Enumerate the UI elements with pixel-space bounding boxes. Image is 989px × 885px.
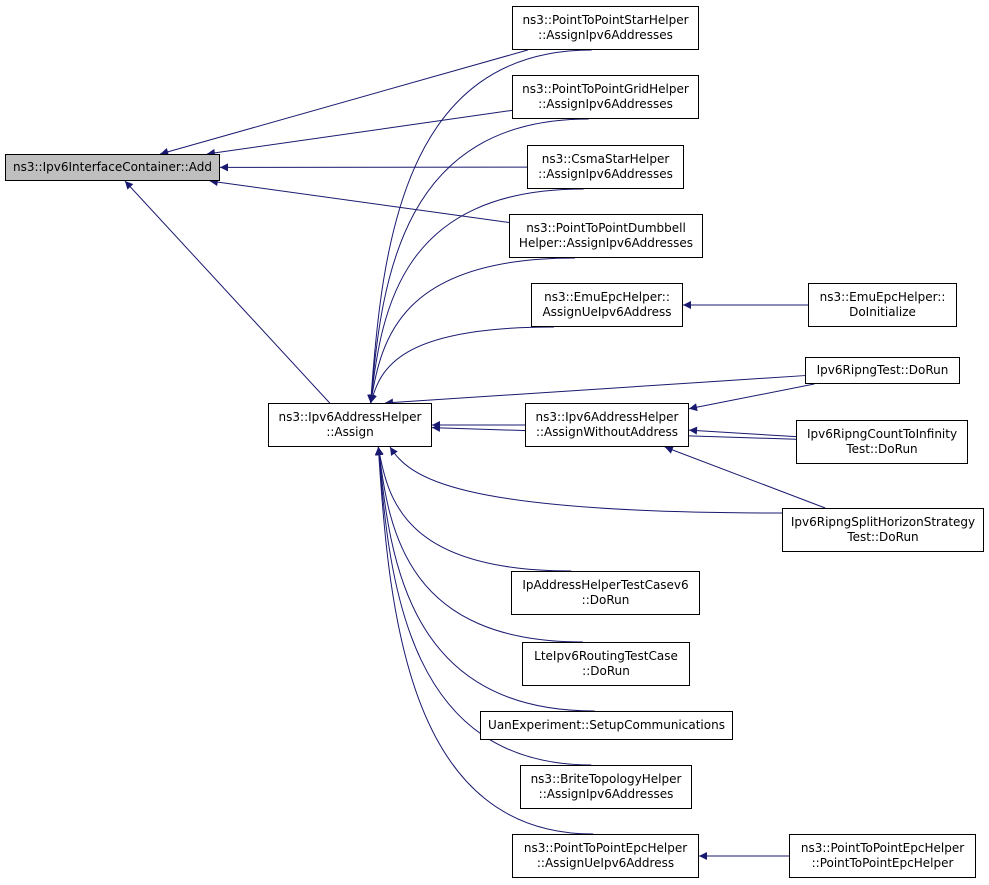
edge-csmaStar-to-assign (367, 188, 584, 404)
node-uan-experiment-setup-communications[interactable]: UanExperiment::SetupCommunications (480, 711, 733, 740)
edge-emuAssign-to-assign (369, 326, 554, 404)
node-label-line: ns3::BriteTopologyHelper (530, 772, 682, 786)
node-point-to-point-epc-helper-assign-ue-ipv6-address[interactable]: ns3::PointToPointEpcHelper::AssignUeIpv6… (512, 834, 699, 878)
edge-p2pDumbbell-to-assign (368, 257, 576, 404)
node-label-line: ns3::PointToPointGridHelper (522, 82, 689, 96)
node-csma-star-helper[interactable]: ns3::CsmaStarHelper::AssignIpv6Addresses (527, 145, 684, 189)
edge-ripngSplit-to-assign (389, 446, 783, 514)
edge-p2pGrid-to-root (206, 109, 513, 157)
edge-ripngCount-to-assignWithout (688, 426, 797, 438)
node-label-line: Helper::AssignIpv6Addresses (518, 236, 694, 250)
node-label-line: ::AssignWithoutAddress (535, 425, 679, 439)
node-label-line: ::AssignIpv6Addresses (538, 97, 673, 111)
node-emu-epc-helper-do-initialize[interactable]: ns3::EmuEpcHelper::DoInitialize (808, 283, 957, 327)
node-label-line: LteIpv6RoutingTestCase (534, 649, 678, 663)
edge-p2pStar-to-assign (367, 49, 592, 404)
edge-ripngSplit-to-assignWithout (664, 446, 826, 509)
node-label-line: ::AssignIpv6Addresses (538, 787, 674, 801)
node-ipv6-address-helper-assign[interactable]: ns3::Ipv6AddressHelper::Assign (268, 403, 432, 447)
node-label-line: ::PointToPointEpcHelper (811, 856, 954, 870)
node-label-line: ::AssignIpv6Addresses (538, 28, 673, 42)
edge-assign-to-root (124, 180, 331, 404)
node-label-line: ns3::Ipv6InterfaceContainer::Add (13, 160, 212, 174)
node-ipv6-ripng-test-do-run[interactable]: Ipv6RipngTest::DoRun (805, 357, 960, 384)
edge-p2pGrid-to-assign (367, 118, 589, 404)
edge-p2pEpcAssign-to-assign (374, 446, 594, 835)
node-label-line: ns3::Ipv6AddressHelper (535, 410, 679, 424)
edge-p2pStar-to-root (160, 49, 528, 156)
node-label-line: UanExperiment::SetupCommunications (488, 718, 725, 732)
node-label-line: ::AssignUeIpv6Address (536, 856, 675, 870)
node-ipv6-interface-container-add[interactable]: ns3::Ipv6InterfaceContainer::Add (5, 154, 220, 181)
node-label-line: Ipv6RipngTest::DoRun (816, 363, 949, 377)
node-label-line: ::DoRun (582, 664, 630, 678)
node-brite-topology-helper[interactable]: ns3::BriteTopologyHelper::AssignIpv6Addr… (520, 765, 692, 809)
node-point-to-point-star-helper[interactable]: ns3::PointToPointStarHelper::AssignIpv6A… (512, 6, 699, 50)
node-label-line: Test::DoRun (846, 442, 918, 456)
node-lte-ipv6-routing-test-case[interactable]: LteIpv6RoutingTestCase::DoRun (522, 642, 690, 686)
node-label-line: AssignUeIpv6Address (542, 305, 672, 319)
node-ipv6-address-helper-assign-without-address[interactable]: ns3::Ipv6AddressHelper::AssignWithoutAdd… (525, 403, 689, 447)
edge-ipAddrTest-to-assign (375, 446, 572, 572)
node-label-line: ns3::PointToPointStarHelper (522, 13, 689, 27)
node-label-line: DoInitialize (849, 305, 916, 319)
edge-ripngTest-to-assign (384, 375, 806, 407)
node-label-line: ns3::CsmaStarHelper (541, 152, 670, 166)
node-label-line: ::DoRun (581, 593, 630, 607)
node-label-line: ns3::PointToPointDumbbell (526, 221, 686, 235)
edge-lteRouting-to-assign (375, 446, 583, 643)
node-label-line: ns3::EmuEpcHelper:: (544, 290, 670, 304)
node-label-line: ns3::Ipv6AddressHelper (278, 410, 422, 424)
node-label-line: Ipv6RipngSplitHorizonStrategy (790, 515, 976, 529)
node-label-line: ns3::PointToPointEpcHelper (800, 841, 965, 855)
edge-brite-to-assign (375, 446, 592, 766)
node-label-line: ns3::EmuEpcHelper:: (819, 290, 946, 304)
node-label-line: ::Assign (326, 425, 374, 439)
edge-uanExp-to-assign (375, 446, 595, 712)
node-label-line: ns3::PointToPointEpcHelper (523, 841, 688, 855)
edge-p2pDumbbell-to-root (209, 178, 510, 224)
node-emu-epc-helper-assign-ue-ipv6-address[interactable]: ns3::EmuEpcHelper::AssignUeIpv6Address (531, 283, 683, 327)
node-label-line: IpAddressHelperTestCasev6 (522, 578, 689, 592)
node-label-line: Test::DoRun (847, 530, 919, 544)
node-point-to-point-epc-helper-constructor[interactable]: ns3::PointToPointEpcHelper::PointToPoint… (789, 834, 976, 878)
node-ip-address-helper-test-case-v6[interactable]: IpAddressHelperTestCasev6::DoRun (511, 571, 700, 615)
edge-ripngTest-to-assignWithout (688, 383, 815, 412)
node-point-to-point-grid-helper[interactable]: ns3::PointToPointGridHelper::AssignIpv6A… (512, 75, 699, 119)
node-label-line: Ipv6RipngCountToInfinity (806, 427, 958, 441)
node-label-line: ::AssignIpv6Addresses (538, 167, 673, 181)
